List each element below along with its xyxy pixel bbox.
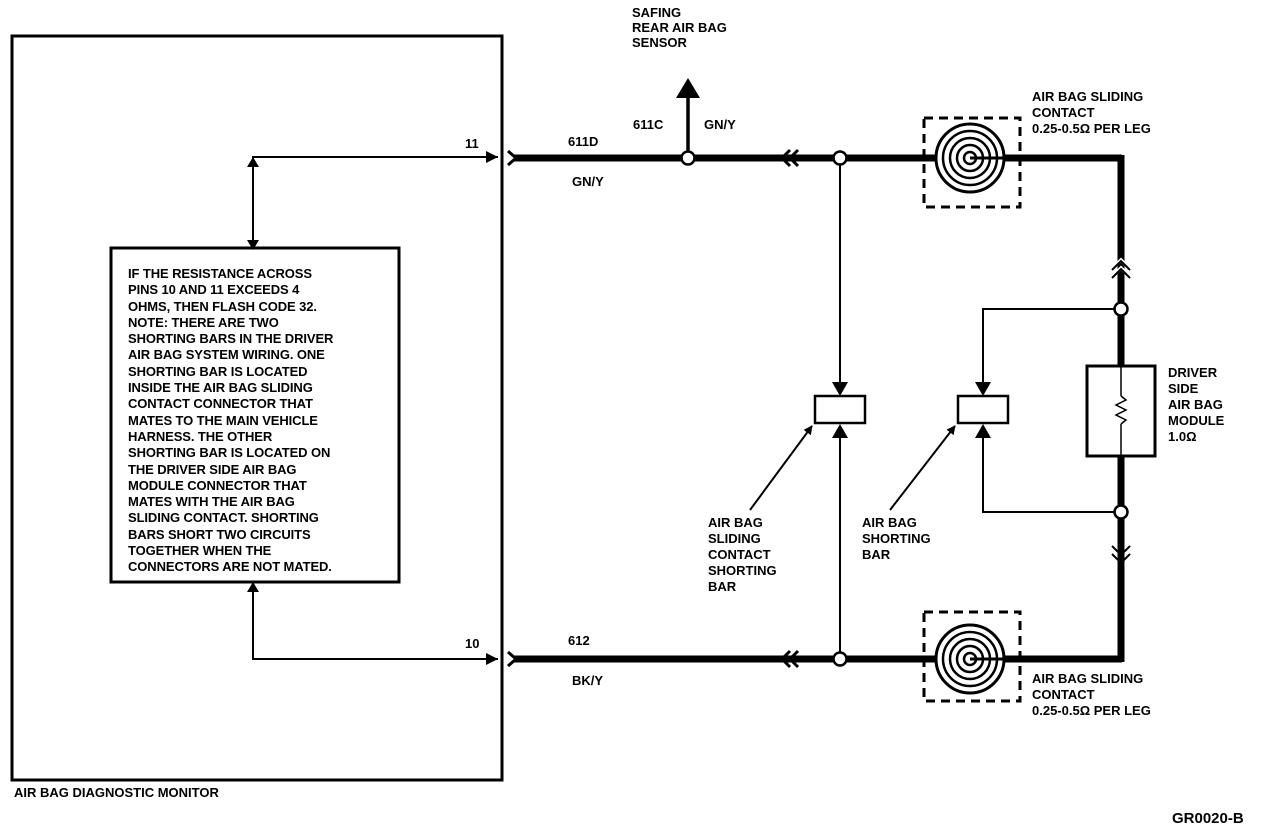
module-label-5: 1.0Ω xyxy=(1168,429,1197,444)
note-line: BARS SHORT TWO CIRCUITS xyxy=(128,526,311,542)
note-line: MODULE CONNECTOR THAT xyxy=(128,477,307,493)
module-label-1: DRIVER xyxy=(1168,365,1218,380)
pin10-internal-wire xyxy=(252,582,498,660)
note-line: SHORTING BAR IS LOCATED xyxy=(128,363,308,379)
sliding-shorting-label-4: SHORTING xyxy=(708,563,777,578)
bottom-contact-label-2: CONTACT xyxy=(1032,687,1095,702)
safing-sensor-line3: SENSOR xyxy=(632,35,688,50)
right-top-splice xyxy=(1113,301,1129,317)
sliding-shorting-label-1: AIR BAG xyxy=(708,515,763,530)
note-line: INSIDE THE AIR BAG SLIDING xyxy=(128,380,313,396)
sliding-shorting-label-3: CONTACT xyxy=(708,547,771,562)
module-label-4: MODULE xyxy=(1168,413,1225,428)
diagnostic-monitor-box xyxy=(10,34,504,782)
sliding-shorting-label-5: BAR xyxy=(708,579,737,594)
sliding-shorting-label-2: SLIDING xyxy=(708,531,761,546)
safing-sensor-line1: SAFING xyxy=(632,5,681,20)
bottom-contact-label-3: 0.25-0.5Ω PER LEG xyxy=(1032,703,1151,718)
shorting-bar-label-1: AIR BAG xyxy=(862,515,917,530)
bottom-clockspring-icon xyxy=(934,623,1006,695)
top-color-label: GN/Y xyxy=(572,174,604,189)
note-line: MATES TO THE MAIN VEHICLE xyxy=(128,412,318,428)
note-line: TOGETHER WHEN THE xyxy=(128,543,272,559)
safing-sensor-line2: REAR AIR BAG xyxy=(632,20,727,35)
bottom-inline-connector xyxy=(779,649,800,669)
note-line: MATES WITH THE AIR BAG xyxy=(128,494,295,510)
pin11-internal-wire xyxy=(252,156,498,248)
top-contact-label-3: 0.25-0.5Ω PER LEG xyxy=(1032,121,1151,136)
note-line: PINS 10 AND 11 EXCEEDS 4 xyxy=(128,282,300,298)
note-line: SHORTING BARS IN THE DRIVER xyxy=(128,331,334,347)
sliding-shorting-pointer xyxy=(749,425,813,511)
note-line: THE DRIVER SIDE AIR BAG xyxy=(128,461,297,477)
pin11-arrowhead xyxy=(486,151,498,163)
bottom-color-label: BK/Y xyxy=(572,673,603,688)
top-splice-shorting xyxy=(832,150,848,166)
pin10-arrowhead xyxy=(486,653,498,665)
module-shorting-top-wire xyxy=(982,308,1118,384)
bottom-contact-label-1: AIR BAG SLIDING xyxy=(1032,671,1143,686)
module-shorting-bottom-arrowhead xyxy=(975,424,991,438)
right-bottom-splice xyxy=(1113,504,1129,520)
module-shorting-bottom-wire xyxy=(982,436,1118,513)
bottom-circuit-label: 612 xyxy=(568,633,590,648)
shorting-bar-label-3: BAR xyxy=(862,547,891,562)
note-line: NOTE: THERE ARE TWO xyxy=(128,314,279,330)
module-shorting-top-arrowhead xyxy=(975,382,991,396)
branch-arrowhead xyxy=(676,78,700,98)
pin11-label: 11 xyxy=(465,136,479,151)
top-splice-611c xyxy=(680,150,696,166)
top-inline-connector xyxy=(779,148,800,168)
air-bag-shorting-bar xyxy=(956,394,1010,425)
branch-color-label: GN/Y xyxy=(704,117,736,132)
shorting-bar-label-2: SHORTING xyxy=(862,531,931,546)
module-label-3: AIR BAG xyxy=(1168,397,1223,412)
pin10-label: 10 xyxy=(465,636,479,651)
note-line: CONTACT CONNECTOR THAT xyxy=(128,396,313,412)
figure-code: GR0020-B xyxy=(1172,810,1244,827)
top-contact-label-1: AIR BAG SLIDING xyxy=(1032,89,1143,104)
note-line: CONNECTORS ARE NOT MATED. xyxy=(128,559,332,575)
sliding-contact-shorting-bar xyxy=(813,394,867,425)
note-line: IF THE RESISTANCE ACROSS xyxy=(128,266,312,281)
note-line: SLIDING CONTACT. SHORTING xyxy=(128,510,319,526)
top-contact-label-2: CONTACT xyxy=(1032,105,1095,120)
note-line: AIR BAG SYSTEM WIRING. ONE xyxy=(128,347,325,363)
monitor-label: AIR BAG DIAGNOSTIC MONITOR xyxy=(14,785,219,800)
branch-circuit-label: 611C xyxy=(633,117,664,132)
resistor-icon xyxy=(1114,366,1128,456)
top-clockspring-icon xyxy=(934,122,1006,194)
module-label-2: SIDE xyxy=(1168,381,1199,396)
bottom-splice-shorting xyxy=(832,651,848,667)
right-top-connector-outline xyxy=(1111,259,1131,279)
sliding-shorting-bottom-arrowhead xyxy=(832,424,848,438)
right-bottom-connector xyxy=(1111,545,1131,565)
module-shorting-pointer xyxy=(889,425,956,511)
note-line: HARNESS. THE OTHER xyxy=(128,428,273,444)
sliding-shorting-top-arrowhead xyxy=(832,382,848,396)
note-top2-arrowhead xyxy=(247,157,259,167)
note-line: OHMS, THEN FLASH CODE 32. xyxy=(128,298,317,314)
top-circuit-label: 611D xyxy=(568,134,598,149)
note-line: SHORTING BAR IS LOCATED ON xyxy=(128,445,331,461)
top-sliding-contact-box xyxy=(922,116,1022,209)
note-top-arrowhead xyxy=(247,240,259,250)
note-bottom-arrowhead xyxy=(247,582,259,592)
note-box xyxy=(109,246,401,584)
